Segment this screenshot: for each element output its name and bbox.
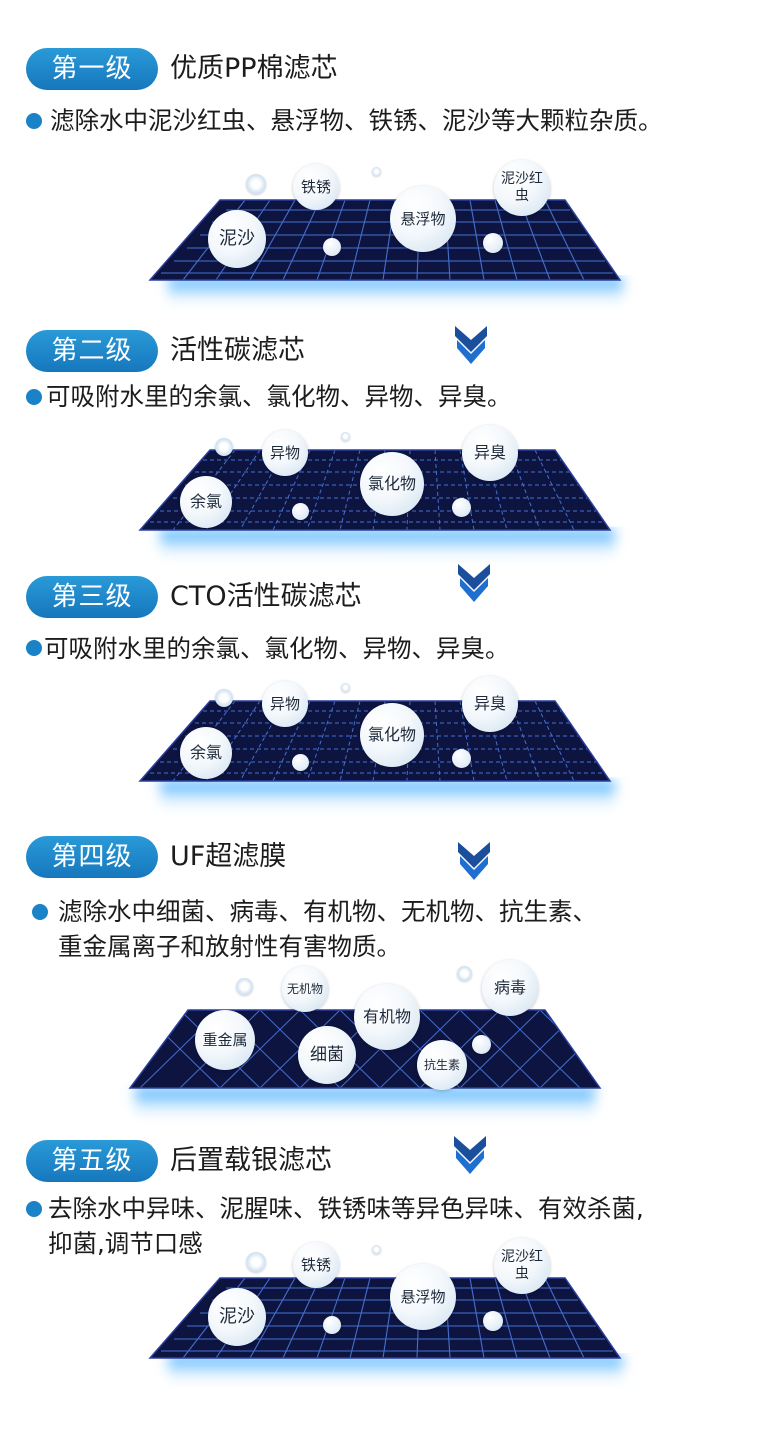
- stage-title: CTO活性碳滤芯: [170, 581, 362, 612]
- arrow-down-icon: [454, 1136, 486, 1174]
- bubble-residual-chlorine: 余氯: [180, 476, 232, 528]
- bullet-dot: [26, 640, 42, 656]
- stage-description: 可吸附水里的余氯、氯化物、异物、异臭。: [44, 634, 510, 663]
- particle-dot: [452, 749, 471, 768]
- stage-description-line-1: 去除水中异味、泥腥味、铁锈味等异色异味、有效杀菌,: [48, 1194, 644, 1223]
- particle-dot: [292, 754, 309, 771]
- particle-dot: [215, 438, 233, 456]
- particle-dot: [457, 966, 472, 981]
- bubble-virus: 病毒: [482, 960, 538, 1016]
- bubble-foreign-matter: 异物: [262, 681, 308, 727]
- particle-dot: [215, 689, 233, 707]
- stage-2: 第二级 活性碳滤芯 可吸附水里的余氯、氯化物、异物、异臭。: [0, 310, 767, 570]
- stage-badge: 第一级: [26, 48, 158, 90]
- particle-dot: [341, 432, 350, 441]
- stage-title: 活性碳滤芯: [170, 335, 305, 366]
- bullet-dot: [26, 389, 42, 405]
- bubble-odor: 异臭: [462, 676, 518, 732]
- stage-description: 滤除水中泥沙红虫、悬浮物、铁锈、泥沙等大颗粒杂质。: [50, 106, 663, 135]
- stage-title: 后置载银滤芯: [170, 1145, 332, 1176]
- bubble-sand: 泥沙: [208, 1288, 266, 1346]
- arrow-down-icon: [455, 326, 487, 364]
- stage-badge: 第四级: [26, 836, 158, 878]
- filter-illustration: [0, 1238, 767, 1388]
- filter-illustration: [0, 160, 767, 310]
- bubble-suspended: 悬浮物: [390, 1264, 456, 1330]
- stage-badge: 第五级: [26, 1140, 158, 1182]
- bubble-chloride: 氯化物: [360, 452, 424, 516]
- particle-dot: [292, 503, 309, 520]
- stage-description-line-2: 重金属离子和放射性有害物质。: [58, 932, 401, 961]
- stage-title: UF超滤膜: [170, 841, 287, 872]
- stage-badge: 第三级: [26, 576, 158, 618]
- bubble-residual-chlorine: 余氯: [180, 727, 232, 779]
- particle-dot: [323, 238, 341, 256]
- bubble-red-worm: 泥沙红虫: [494, 1238, 550, 1294]
- bullet-dot: [26, 113, 42, 129]
- bubble-red-worm: 泥沙红虫: [494, 160, 550, 216]
- bubble-antibiotic: 抗生素: [417, 1040, 467, 1090]
- particle-dot: [372, 167, 381, 176]
- bubble-odor: 异臭: [462, 425, 518, 481]
- particle-dot: [323, 1316, 341, 1334]
- particle-dot: [341, 683, 350, 692]
- stage-title: 优质PP棉滤芯: [170, 53, 338, 84]
- particle-dot: [246, 1252, 266, 1272]
- bubble-organic: 有机物: [354, 984, 420, 1050]
- particle-dot: [452, 498, 471, 517]
- particle-dot: [483, 233, 503, 253]
- bubble-heavy-metal: 重金属: [195, 1010, 255, 1070]
- bubble-foreign-matter: 异物: [262, 430, 308, 476]
- particle-dot: [472, 1035, 491, 1054]
- bubble-inorganic: 无机物: [282, 966, 328, 1012]
- stage-badge: 第二级: [26, 330, 158, 372]
- particle-dot: [372, 1245, 381, 1254]
- bubble-suspended: 悬浮物: [390, 186, 456, 252]
- bullet-dot: [26, 1201, 42, 1217]
- stage-description-line-2: 抑菌,调节口感: [48, 1229, 203, 1258]
- bubble-rust: 铁锈: [293, 1242, 339, 1288]
- stage-1: 第一级 优质PP棉滤芯 滤除水中泥沙红虫、悬浮物、铁锈、泥沙等大颗粒杂质。: [0, 0, 767, 310]
- stage-description-line-1: 滤除水中细菌、病毒、有机物、无机物、抗生素、: [58, 897, 597, 926]
- arrow-down-icon: [458, 842, 490, 880]
- bubble-rust: 铁锈: [293, 164, 339, 210]
- arrow-down-icon: [458, 564, 490, 602]
- particle-dot: [246, 174, 266, 194]
- bubble-bacteria: 细菌: [298, 1026, 356, 1084]
- bubble-sand: 泥沙: [208, 210, 266, 268]
- bubble-chloride: 氯化物: [360, 703, 424, 767]
- bullet-dot: [32, 904, 48, 920]
- particle-dot: [483, 1311, 503, 1331]
- stage-description: 可吸附水里的余氯、氯化物、异物、异臭。: [46, 382, 512, 411]
- filter-mesh: [148, 199, 623, 308]
- particle-dot: [236, 978, 253, 995]
- filter-mesh: [148, 1277, 623, 1386]
